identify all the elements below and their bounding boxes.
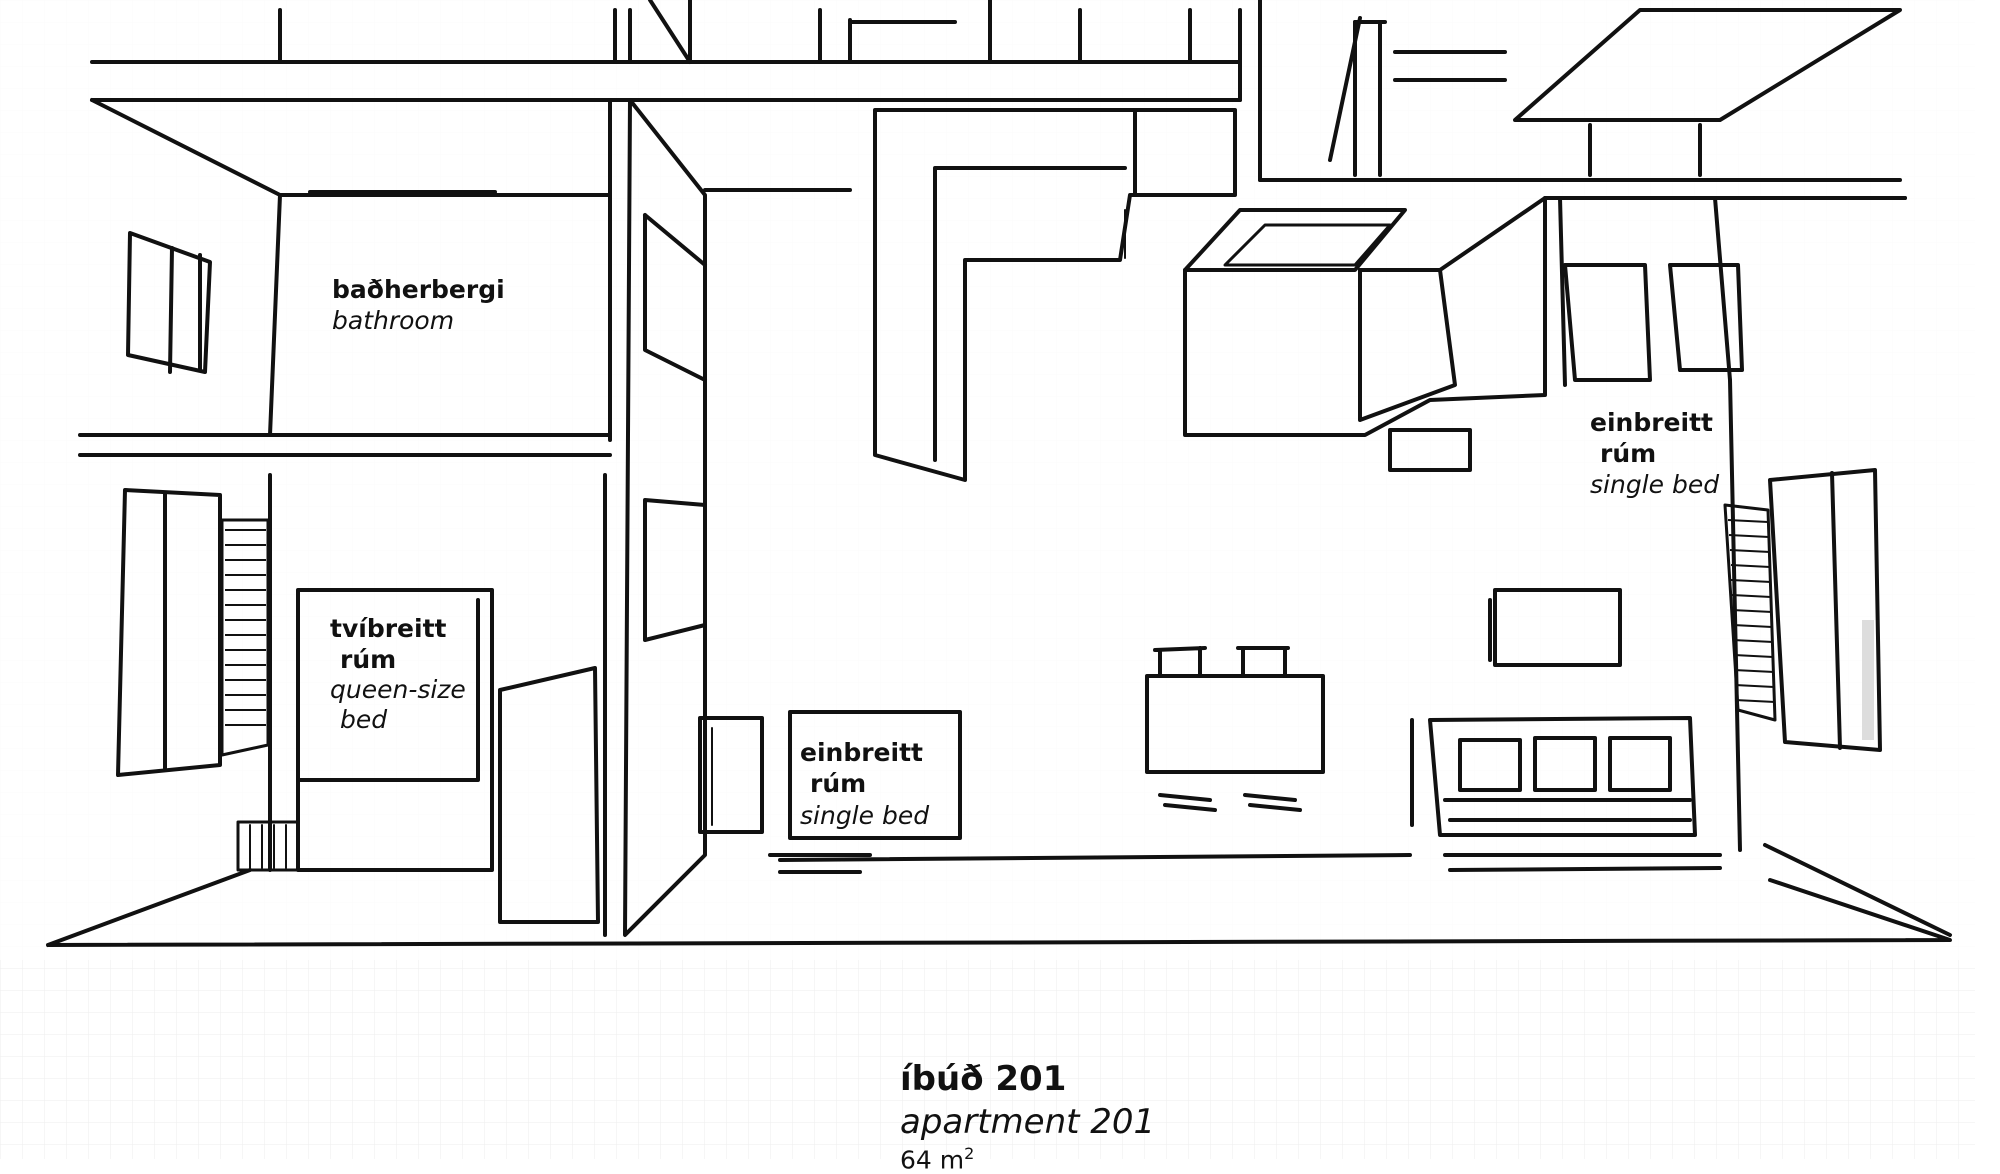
top-wall <box>90 60 1242 102</box>
queen-bed-label-is-1: tvíbreitt <box>330 614 447 643</box>
queen-bed-label-en-2: bed <box>340 705 388 734</box>
dining-table <box>1145 674 1325 774</box>
radiator <box>236 820 300 872</box>
tv-stand <box>1493 588 1622 667</box>
sofa <box>1428 716 1697 837</box>
right-room-closet <box>1563 263 1744 382</box>
central-partition <box>623 98 707 937</box>
queen-bedroom-shutter <box>220 518 270 757</box>
apartment-title-is: íbúð 201 <box>900 1059 1067 1099</box>
bathroom-label-is: baðherbergi <box>332 275 505 304</box>
single-bed-center-label-en: single bed <box>800 801 930 830</box>
queen-bedroom-wardrobe <box>498 666 600 924</box>
nightstand <box>698 716 764 834</box>
queen-bed <box>296 588 494 872</box>
queen-bed-label-is-2: rúm <box>340 645 397 674</box>
right-window <box>1768 468 1882 752</box>
chair <box>1236 646 1290 678</box>
bathroom-label-en: bathroom <box>332 306 455 335</box>
single-bed-right-label-is-2: rúm <box>1600 439 1657 468</box>
right-window-shutter <box>1723 503 1777 722</box>
apartment-area-value: 64 m <box>900 1145 965 1174</box>
floor-outline <box>46 868 1952 947</box>
chair <box>1153 646 1207 678</box>
chair <box>1243 793 1302 812</box>
balcony-platform <box>1513 8 1902 122</box>
kitchen-counter <box>873 108 1237 482</box>
bathroom-window <box>126 231 212 374</box>
single-bed-center <box>788 710 962 840</box>
fridge-block <box>1183 196 1547 437</box>
queen-bedroom-window <box>116 488 222 777</box>
single-bed-right-label-is-1: einbreitt <box>1590 408 1713 437</box>
apartment-area-unit-exponent: 2 <box>964 1144 975 1163</box>
chair <box>1158 793 1217 812</box>
single-bed-right-label-en: single bed <box>1590 470 1720 499</box>
single-bed-center-label-is-1: einbreitt <box>800 738 923 767</box>
stove-hood <box>1183 208 1407 272</box>
single-bed-center-label-is-2: rúm <box>810 769 867 798</box>
queen-bed-label-en-1: queen-size <box>330 675 466 704</box>
apartment-area: 64 m2 <box>900 1144 975 1174</box>
apartment-title-en: apartment 201 <box>900 1102 1156 1142</box>
